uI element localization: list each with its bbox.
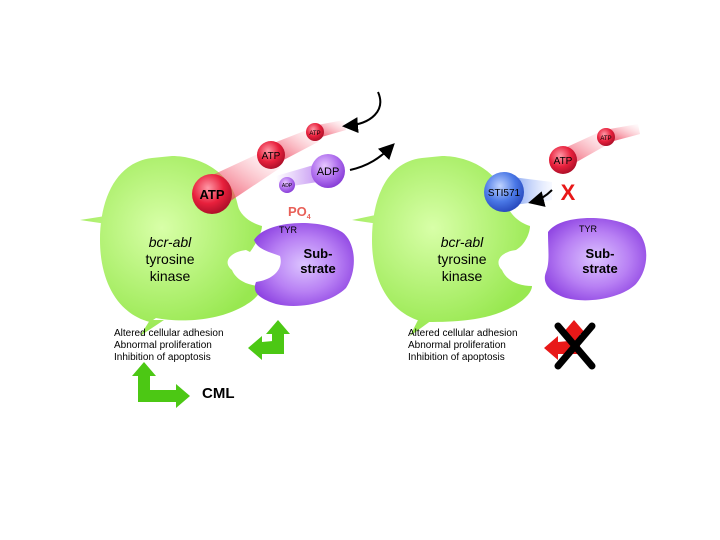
left-adp-big-circle [311, 154, 345, 188]
left-effect-proliferation: Abnormal proliferation [114, 340, 212, 351]
left-kinase-line2: tyrosine [145, 251, 194, 267]
left-atp-mid-circle [257, 141, 285, 169]
left-green-left-arrow [248, 336, 284, 360]
right-effect-proliferation: Abnormal proliferation [408, 340, 506, 351]
right-inhibitor-circle [484, 172, 524, 212]
right-kinase-line3: kinase [442, 268, 483, 284]
right-kinase-line2: tyrosine [437, 251, 486, 267]
left-phosphate-label: PO4 [288, 204, 311, 221]
right-tyr-label: TYR [579, 224, 598, 234]
left-kinase-line3: kinase [150, 268, 191, 284]
right-substrate-line2: strate [582, 261, 617, 276]
right-substrate-blob [544, 217, 647, 301]
left-atp-big-circle [192, 174, 232, 214]
left-substrate-line1: Sub- [304, 246, 333, 261]
right-black-cross [554, 322, 596, 370]
right-atp-small-label: ATP [600, 136, 611, 142]
right-block-x: X [561, 180, 576, 205]
left-substrate-blob [254, 222, 354, 307]
right-effect-adhesion: Altered cellular adhesion [408, 328, 518, 339]
left-atp-mid-label: ATP [262, 151, 281, 162]
right-inhibitor-label: STI571 [488, 188, 521, 199]
right-substrate-line1: Sub- [586, 246, 615, 261]
left-panel: ATP ATP ATP ADP ADP PO4 TYR Sub- strate … [80, 91, 395, 408]
right-effect-apoptosis: Inhibition of apoptosis [408, 352, 505, 363]
left-atp-small-circle [306, 123, 324, 141]
left-outgoing-arrow [349, 143, 395, 171]
right-atp-small-circle [597, 128, 615, 146]
left-atp-big-label: ATP [199, 187, 224, 202]
right-kinase-line1: bcr-abl [441, 234, 484, 250]
cml-label: CML [202, 385, 235, 402]
left-substrate-line2: strate [300, 261, 335, 276]
right-panel: STI571 ATP ATP X TYR Sub- strate bcr-abl… [352, 124, 647, 370]
left-adp-big-label: ADP [317, 166, 340, 178]
left-kinase-line1: bcr-abl [149, 234, 192, 250]
left-incoming-arrow [342, 91, 382, 134]
left-effect-adhesion: Altered cellular adhesion [114, 328, 224, 339]
left-adp-small-label: ADP [282, 183, 293, 189]
left-effect-apoptosis: Inhibition of apoptosis [114, 352, 211, 363]
cml-green-arrows [132, 362, 190, 408]
left-atp-small-label: ATP [309, 131, 320, 137]
right-block-arrow [528, 189, 553, 207]
left-tyr-label: TYR [279, 225, 298, 235]
right-atp-mid-circle [549, 146, 577, 174]
left-adp-small-circle [279, 177, 295, 193]
right-atp-mid-label: ATP [554, 156, 573, 167]
